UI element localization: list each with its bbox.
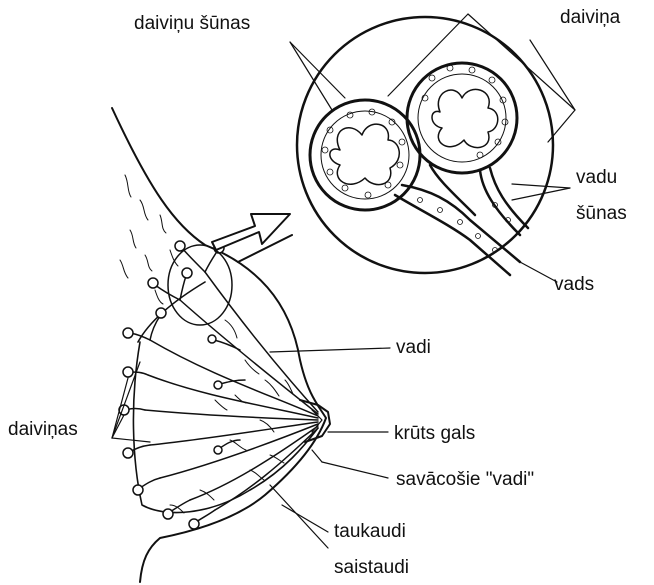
label-duct-cells-line2: šūnas <box>576 204 627 223</box>
label-duct-cells-line1: vadu <box>576 168 617 187</box>
lobule-right <box>407 63 517 173</box>
leader-lines <box>112 14 575 548</box>
label-collecting-ducts: savācošie "vadi" <box>396 470 534 489</box>
magnified-cells <box>322 65 511 253</box>
label-fat-tissue: taukaudi <box>334 522 406 541</box>
label-connective-tissue: saistaudi <box>334 558 409 577</box>
label-ducts: vadi <box>396 338 431 357</box>
label-duct: vads <box>554 275 594 294</box>
zoom-arrow-upper <box>212 214 290 250</box>
label-nipple: krūts gals <box>394 424 475 443</box>
label-lobule-alveoli: daiviņu šūnas <box>134 14 250 33</box>
label-lobule: daiviņa <box>560 8 620 27</box>
label-lobes: daiviņas <box>8 420 78 439</box>
